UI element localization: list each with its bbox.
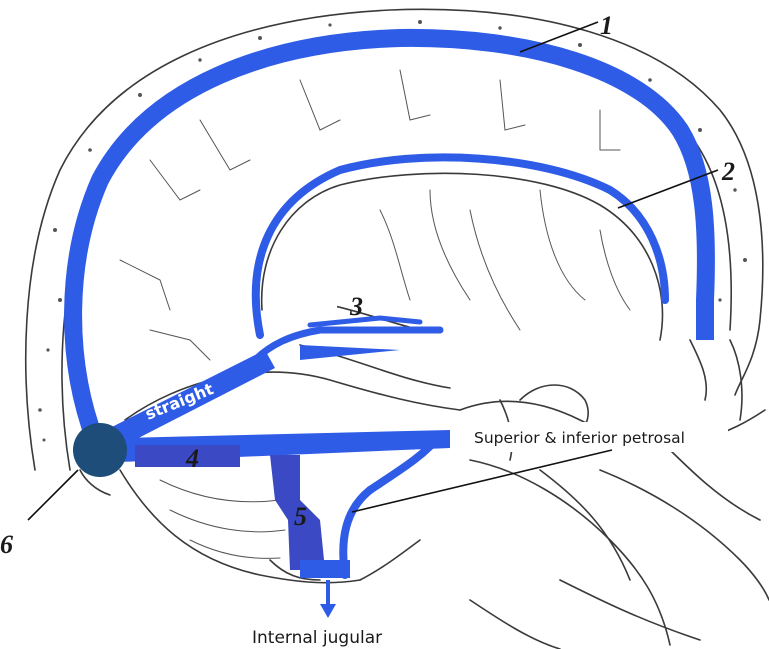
label-3: 3 — [349, 292, 363, 321]
straight-sinus — [102, 350, 275, 450]
superior-sagittal-sinus — [64, 28, 715, 444]
label-6: 6 — [0, 530, 13, 559]
label-petrosal: Superior & inferior petrosal — [474, 429, 685, 447]
label-2: 2 — [721, 157, 735, 186]
confluence-of-sinuses — [73, 423, 127, 477]
sigmoid-sinus — [270, 455, 325, 570]
label-4: 4 — [185, 444, 199, 473]
label-internal-jugular: Internal jugular — [252, 628, 382, 648]
leader-lines — [27, 21, 719, 521]
great-cerebral-vein — [251, 326, 444, 364]
label-1: 1 — [600, 11, 613, 40]
venous-sinuses — [64, 28, 728, 579]
inferior-sagittal-sinus — [251, 153, 669, 339]
petrosal-sinus — [339, 431, 444, 579]
label-5: 5 — [294, 502, 307, 531]
jugular-arrow — [320, 580, 336, 618]
